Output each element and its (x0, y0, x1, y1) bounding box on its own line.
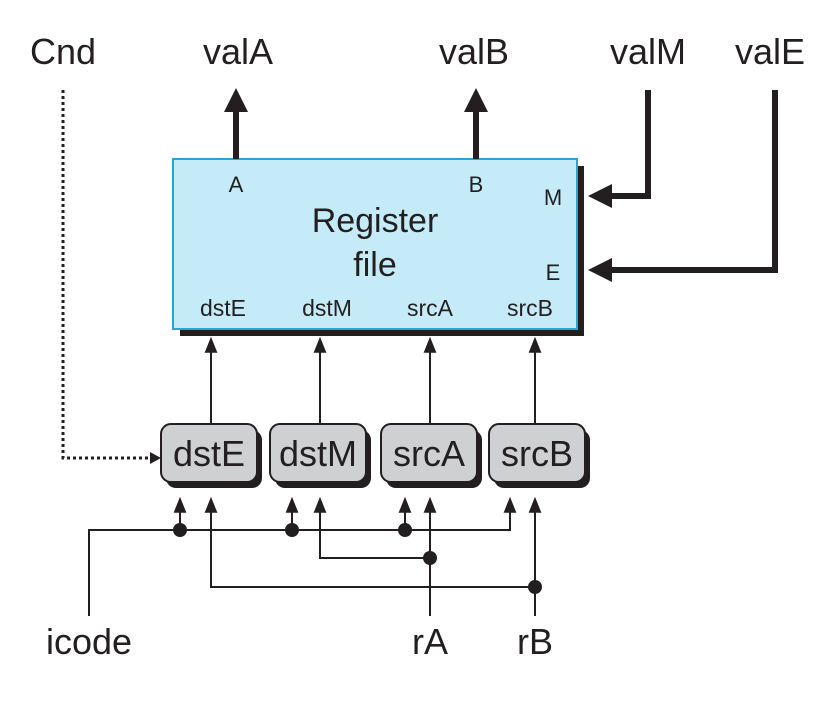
port-b-label: B (469, 172, 484, 197)
selector-srca-label: srcA (393, 433, 465, 474)
port-a-label: A (229, 172, 244, 197)
port-e-label: E (546, 260, 561, 285)
register-file-box (172, 158, 578, 330)
selector-dstm-box (269, 423, 367, 483)
icode-bus (88, 496, 517, 616)
label-valm: valM (610, 31, 686, 72)
selector-dste-label: dstE (173, 433, 245, 474)
input-dste-label: dstE (200, 295, 246, 321)
cnd-dotted-wire (61, 90, 150, 460)
ra-to-dstm-wire (313, 496, 430, 559)
label-ra: rA (412, 621, 448, 662)
register-file-title-2: file (353, 246, 396, 284)
selector-srcb-box (488, 423, 586, 483)
label-cnd: Cnd (30, 31, 96, 72)
selector-srcb: srcB (488, 423, 590, 488)
ra-junction (423, 551, 437, 565)
icode-junction-dstm (285, 523, 299, 537)
selector-srca: srcA (380, 423, 482, 488)
selector-dstm-label: dstM (279, 433, 357, 474)
cnd-arrowhead (150, 452, 161, 464)
label-rb: rB (517, 621, 553, 662)
label-vala: valA (203, 31, 273, 72)
register-file-block: Register file A B M E dstE dstM srcA src… (172, 158, 584, 336)
valm-input-wire (588, 90, 651, 208)
ra-bus (313, 496, 437, 616)
selector-dstm: dstM (269, 423, 371, 488)
port-m-label: M (544, 185, 562, 210)
register-file-title-1: Register (312, 202, 439, 240)
input-srcb-label: srcB (507, 295, 553, 321)
label-vale: valE (735, 31, 805, 72)
icode-junction-srca (398, 523, 412, 537)
icode-main-wire (88, 496, 517, 616)
selector-dste-box (160, 423, 258, 483)
vale-input-wire (588, 90, 778, 282)
rb-junction (528, 580, 542, 594)
label-valb: valB (439, 31, 509, 72)
rb-to-dste-wire (204, 496, 535, 588)
icode-junction-dste (173, 523, 187, 537)
selector-dste: dstE (160, 423, 262, 488)
input-dstm-label: dstM (302, 295, 352, 321)
input-srca-label: srcA (407, 295, 454, 321)
selector-srcb-label: srcB (501, 433, 573, 474)
rb-bus (204, 496, 542, 616)
selector-srca-box (380, 423, 478, 483)
label-icode: icode (46, 621, 132, 662)
